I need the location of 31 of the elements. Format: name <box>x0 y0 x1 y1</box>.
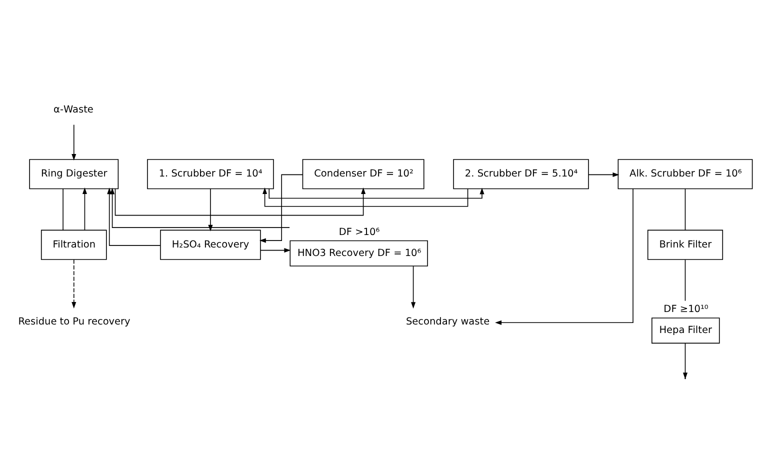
node-text: α-Waste <box>54 104 94 115</box>
arrow <box>495 188 634 324</box>
node-box: Ring Digester <box>29 158 119 189</box>
node-box: Filtration <box>40 229 107 260</box>
arrow <box>72 258 76 308</box>
node-box: Hepa Filter <box>652 317 720 344</box>
arrow <box>682 342 688 379</box>
arrow <box>588 172 620 176</box>
connector <box>684 188 686 230</box>
node-box: Condenser DF = 10² <box>302 158 424 189</box>
node-box: Brink Filter <box>647 229 724 260</box>
node-box: 2. Scrubber DF = 5.10⁴ <box>453 158 589 189</box>
node-text: Secondary waste <box>406 316 490 328</box>
node-box: H₂SO₄ Recovery <box>160 229 261 260</box>
arrow <box>114 187 366 216</box>
arrow <box>110 187 290 228</box>
arrow <box>268 187 484 198</box>
node-label: DF ≥10¹⁰ <box>664 303 708 314</box>
node-text: Residue to Pu recovery <box>18 316 130 328</box>
arrow <box>411 265 416 308</box>
arrow <box>262 187 468 206</box>
connector <box>684 258 686 301</box>
node-box: 1. Scrubber DF = 10⁴ <box>147 158 274 189</box>
node-box: Alk. Scrubber DF = 10⁶ <box>618 158 753 189</box>
node-label: DF >10⁶ <box>338 226 380 238</box>
arrow <box>82 187 87 230</box>
arrow <box>259 174 304 242</box>
node-box: HNO3 Recovery DF = 10⁶ <box>290 240 428 266</box>
arrow <box>260 248 291 252</box>
connector <box>62 188 64 230</box>
arrow <box>72 124 76 160</box>
